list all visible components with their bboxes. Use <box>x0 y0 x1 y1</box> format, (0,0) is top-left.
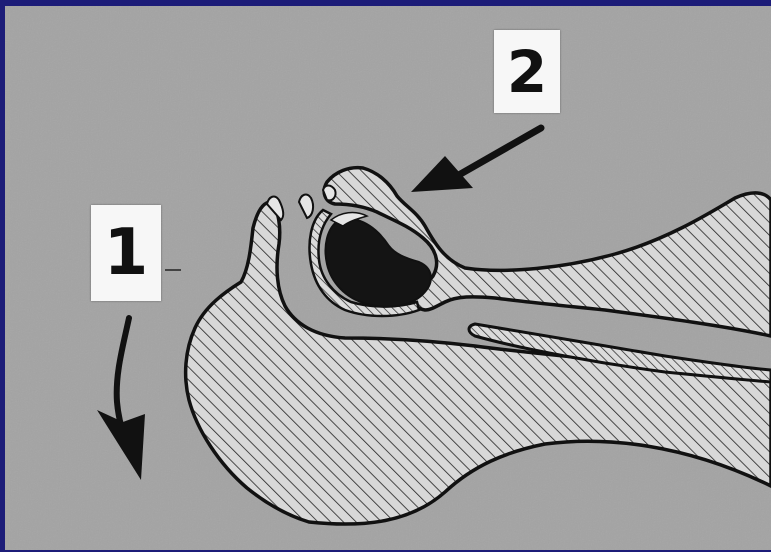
label-2: 2 <box>494 30 560 113</box>
diagram-frame: 1 2 <box>5 6 771 550</box>
label-1: 1 <box>91 205 161 301</box>
